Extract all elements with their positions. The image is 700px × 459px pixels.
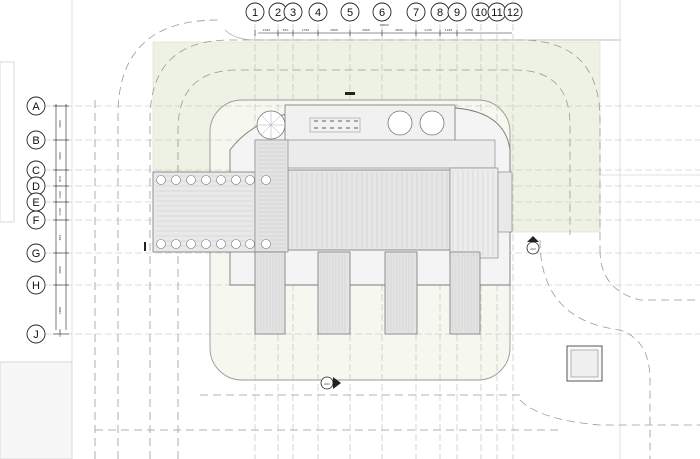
grid-bubble-row-J: J — [26, 324, 46, 344]
grid-bubble-col-6: 6 — [372, 2, 392, 22]
side-dimension-label: 1200 — [58, 191, 62, 199]
section-label-a02: A02 — [530, 247, 536, 251]
grid-bubble-col-5: 5 — [340, 2, 360, 22]
grid-bubble-row-E: E — [26, 192, 46, 212]
grid-bubble-col-8: 8 — [430, 2, 450, 22]
grid-bubble-col-3: 3 — [283, 2, 303, 22]
grid-label-col-2: 2 — [275, 7, 281, 19]
side-dimension-label: 3800 — [58, 120, 62, 128]
grid-bubble-col-11: 11 — [487, 2, 507, 22]
road-paths — [94, 19, 700, 459]
grid-label-col-9: 9 — [454, 7, 460, 19]
grid-bubble-col-7: 7 — [406, 2, 426, 22]
top-dimension-label: 1750 — [302, 28, 310, 32]
grid-label-row-C: C — [32, 165, 40, 177]
grid-bubble-row-B: B — [26, 130, 46, 150]
top-overall-dimension: 19800 — [379, 23, 389, 27]
grid-label-col-11: 11 — [491, 7, 502, 19]
grid-bubble-row-F: F — [26, 210, 46, 230]
grid-label-col-3: 3 — [290, 7, 296, 19]
section-mark-a01: A01 — [320, 376, 341, 390]
planter-box — [566, 345, 603, 382]
section-mark-a02: A02 — [526, 236, 540, 255]
grid-bubble-col-9: 9 — [447, 2, 467, 22]
floor-hatching — [156, 120, 494, 332]
grid-label-row-D: D — [32, 181, 40, 193]
grid-label-col-4: 4 — [315, 7, 321, 19]
top-dimension-label: 1245 — [445, 28, 453, 32]
seating-circles — [156, 175, 271, 249]
grid-label-row-H: H — [32, 280, 40, 292]
grid-label-row-B: B — [32, 135, 39, 147]
top-dimension-line: 2025 870 1750 2890 2965 2845 1135 1245 1750 1980… — [254, 23, 512, 36]
side-dimension-label: 850 — [58, 235, 62, 241]
side-dimension-label: 3800 — [58, 266, 62, 274]
grid-label-col-6: 6 — [379, 7, 385, 19]
top-dimension-label: 2965 — [362, 28, 370, 32]
top-dimension-label: 2890 — [330, 28, 338, 32]
side-dimension-label: 1500 — [58, 208, 62, 216]
top-dimension-label: 2025 — [263, 28, 271, 32]
grid-label-col-8: 8 — [437, 7, 443, 19]
side-dimension-label: 3800 — [58, 152, 62, 160]
grid-label-row-G: G — [32, 248, 41, 260]
grid-bubble-col-4: 4 — [308, 2, 328, 22]
top-dimension-label: 1135 — [424, 28, 432, 32]
grid-label-row-J: J — [33, 329, 39, 341]
grid-bubble-col-10: 10 — [471, 2, 491, 22]
grid-label-row-A: A — [32, 101, 40, 113]
row-grid-lines — [45, 105, 700, 335]
grid-label-row-E: E — [32, 197, 39, 209]
grid-bubble-row-C: C — [26, 160, 46, 180]
grid-label-col-7: 7 — [413, 7, 419, 19]
grid-bubble-row-D: D — [26, 176, 46, 196]
grid-bubble-col-12: 12 — [503, 2, 523, 22]
side-dimension-label: 850 — [58, 176, 62, 182]
grid-label-col-10: 10 — [475, 7, 487, 19]
top-dimension-label: 2845 — [395, 28, 403, 32]
side-dimension-label: 3800 — [58, 307, 62, 315]
side-dimension-label: 5800 — [58, 329, 62, 337]
top-dimension-label: 870 — [283, 28, 289, 32]
grid-label-row-F: F — [33, 215, 40, 227]
grid-bubble-col-1: 1 — [245, 2, 265, 22]
grid-bubble-row-A: A — [26, 96, 46, 116]
grid-label-col-12: 12 — [507, 7, 519, 19]
side-dimension-line: 3800 3800 850 1200 1500 850 3800 3800 5800 — [53, 104, 69, 337]
building-footprint — [144, 92, 513, 335]
grid-bubble-row-H: H — [26, 275, 46, 295]
section-label-a01: A01 — [324, 382, 330, 386]
column-grid-lines — [254, 24, 514, 459]
grid-bubble-row-G: G — [26, 243, 46, 263]
grid-label-col-5: 5 — [347, 7, 353, 19]
top-dimension-label: 1750 — [465, 28, 473, 32]
grid-label-col-1: 1 — [252, 7, 258, 19]
